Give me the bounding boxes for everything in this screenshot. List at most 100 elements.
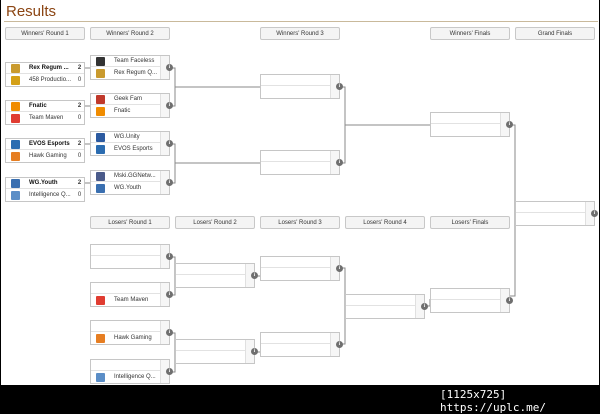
match-side-panel: i [245,340,258,363]
match-side-panel: i [245,264,258,287]
match-grand-finals[interactable]: i [515,201,598,226]
team-slot[interactable] [261,163,339,174]
team-slot[interactable] [176,352,254,363]
team-slot[interactable]: WG.Youth [91,183,169,194]
team-slot[interactable]: WG.Unity [91,132,169,143]
team-slot[interactable] [261,333,339,344]
info-icon[interactable]: i [336,341,343,348]
team-slot[interactable]: Intelligence Q... [91,372,169,383]
match-w2-1[interactable]: Team Faceless Rex Regum Q... i [90,55,173,80]
info-icon[interactable]: i [166,291,173,298]
match-l1-3[interactable]: Hawk Gaming i [90,320,173,345]
team-slot[interactable]: Team Faceless [91,56,169,67]
match-winners-finals[interactable]: i [430,112,513,137]
info-icon[interactable]: i [166,368,173,375]
team-slot[interactable] [176,340,254,351]
team-slot[interactable]: Intelligence Q... 0 [6,190,84,201]
team-slot[interactable]: Hawk Gaming [91,333,169,344]
info-icon[interactable]: i [506,297,513,304]
match-w1-2[interactable]: Fnatic 2 Team Maven 0 [5,100,85,125]
match-w1-4[interactable]: WG.Youth 2 Intelligence Q... 0 [5,177,85,202]
match-l2-1[interactable]: i [175,263,258,288]
team-slot[interactable] [516,202,594,213]
match-w3-1[interactable]: i [260,74,343,99]
team-slot[interactable]: Team Maven [91,295,169,306]
team-slot[interactable] [431,113,509,124]
match-l3-2[interactable]: i [260,332,343,357]
team-slot[interactable] [516,214,594,225]
match-l1-2[interactable]: Team Maven i [90,282,173,307]
team-slot[interactable] [346,295,424,306]
team-slot[interactable]: EVOS Esports [91,144,169,155]
match-w2-2[interactable]: Geek Fam Fnatic i [90,93,173,118]
header-losers-round-1: Losers' Round 1 [90,216,170,229]
match-w1-1[interactable]: Rex Regum ... 2 458 Productio... 0 [5,62,85,87]
match-side-panel: i [585,202,598,225]
team-slot[interactable] [431,301,509,312]
team-slot[interactable] [91,245,169,256]
info-icon[interactable]: i [336,83,343,90]
match-losers-finals[interactable]: i [430,288,513,313]
team-slot[interactable]: WG.Youth 2 [6,178,84,189]
match-w2-4[interactable]: Mski.GGNetw... WG.Youth i [90,170,173,195]
match-w3-2[interactable]: i [260,150,343,175]
match-l3-1[interactable]: i [260,256,343,281]
team-slot[interactable]: Fnatic 2 [6,101,84,112]
team-name: Intelligence Q... [29,192,71,198]
team-name: Team Maven [29,115,64,121]
match-l2-2[interactable]: i [175,339,258,364]
header-losers-round-3: Losers' Round 3 [260,216,340,229]
team-slot[interactable] [431,125,509,136]
team-slot[interactable]: Rex Regum ... 2 [6,63,84,74]
header-winners-finals: Winners' Finals [430,27,510,40]
header-grand-finals: Grand Finals [515,27,595,40]
info-icon[interactable]: i [166,253,173,260]
team-slot[interactable]: Rex Regum Q... [91,68,169,79]
wg-youth-logo-icon [96,184,105,193]
team-slot[interactable] [91,321,169,332]
team-slot[interactable] [346,307,424,318]
team-slot[interactable]: Fnatic [91,106,169,117]
team-slot[interactable] [431,289,509,300]
team-slot[interactable] [91,360,169,371]
info-icon[interactable]: i [336,159,343,166]
team-slot[interactable] [261,269,339,280]
info-icon[interactable]: i [166,102,173,109]
team-slot[interactable]: 458 Productio... 0 [6,75,84,86]
info-icon[interactable]: i [251,348,258,355]
team-slot[interactable] [261,87,339,98]
match-l4-1[interactable]: i [345,294,428,319]
info-icon[interactable]: i [591,210,598,217]
info-icon[interactable]: i [166,140,173,147]
team-slot[interactable]: Mski.GGNetw... [91,171,169,182]
match-l1-1[interactable]: i [90,244,173,269]
team-slot[interactable] [261,345,339,356]
team-slot[interactable] [91,257,169,268]
info-icon[interactable]: i [251,272,258,279]
info-icon[interactable]: i [506,121,513,128]
team-slot[interactable] [176,264,254,275]
info-icon[interactable]: i [166,179,173,186]
team-name: Rex Regum ... [29,65,69,71]
team-slot[interactable] [261,151,339,162]
info-icon[interactable]: i [166,64,173,71]
team-score: 2 [77,65,82,71]
info-icon[interactable]: i [336,265,343,272]
team-slot[interactable] [261,257,339,268]
team-slot[interactable] [91,283,169,294]
info-icon[interactable]: i [166,329,173,336]
team-score: 0 [77,115,82,121]
team-slot[interactable]: Hawk Gaming 0 [6,151,84,162]
info-icon[interactable]: i [421,303,428,310]
team-slot[interactable]: EVOS Esports 2 [6,139,84,150]
match-w1-3[interactable]: EVOS Esports 2 Hawk Gaming 0 [5,138,85,163]
team-slot[interactable]: Geek Fam [91,94,169,105]
team-slot[interactable]: Team Maven 0 [6,113,84,124]
match-l1-4[interactable]: Intelligence Q... i [90,359,173,384]
team-slot[interactable] [261,75,339,86]
team-score: 2 [77,180,82,186]
team-score: 2 [77,141,82,147]
match-w2-3[interactable]: WG.Unity EVOS Esports i [90,131,173,156]
match-side-panel: i [160,283,173,306]
team-slot[interactable] [176,276,254,287]
